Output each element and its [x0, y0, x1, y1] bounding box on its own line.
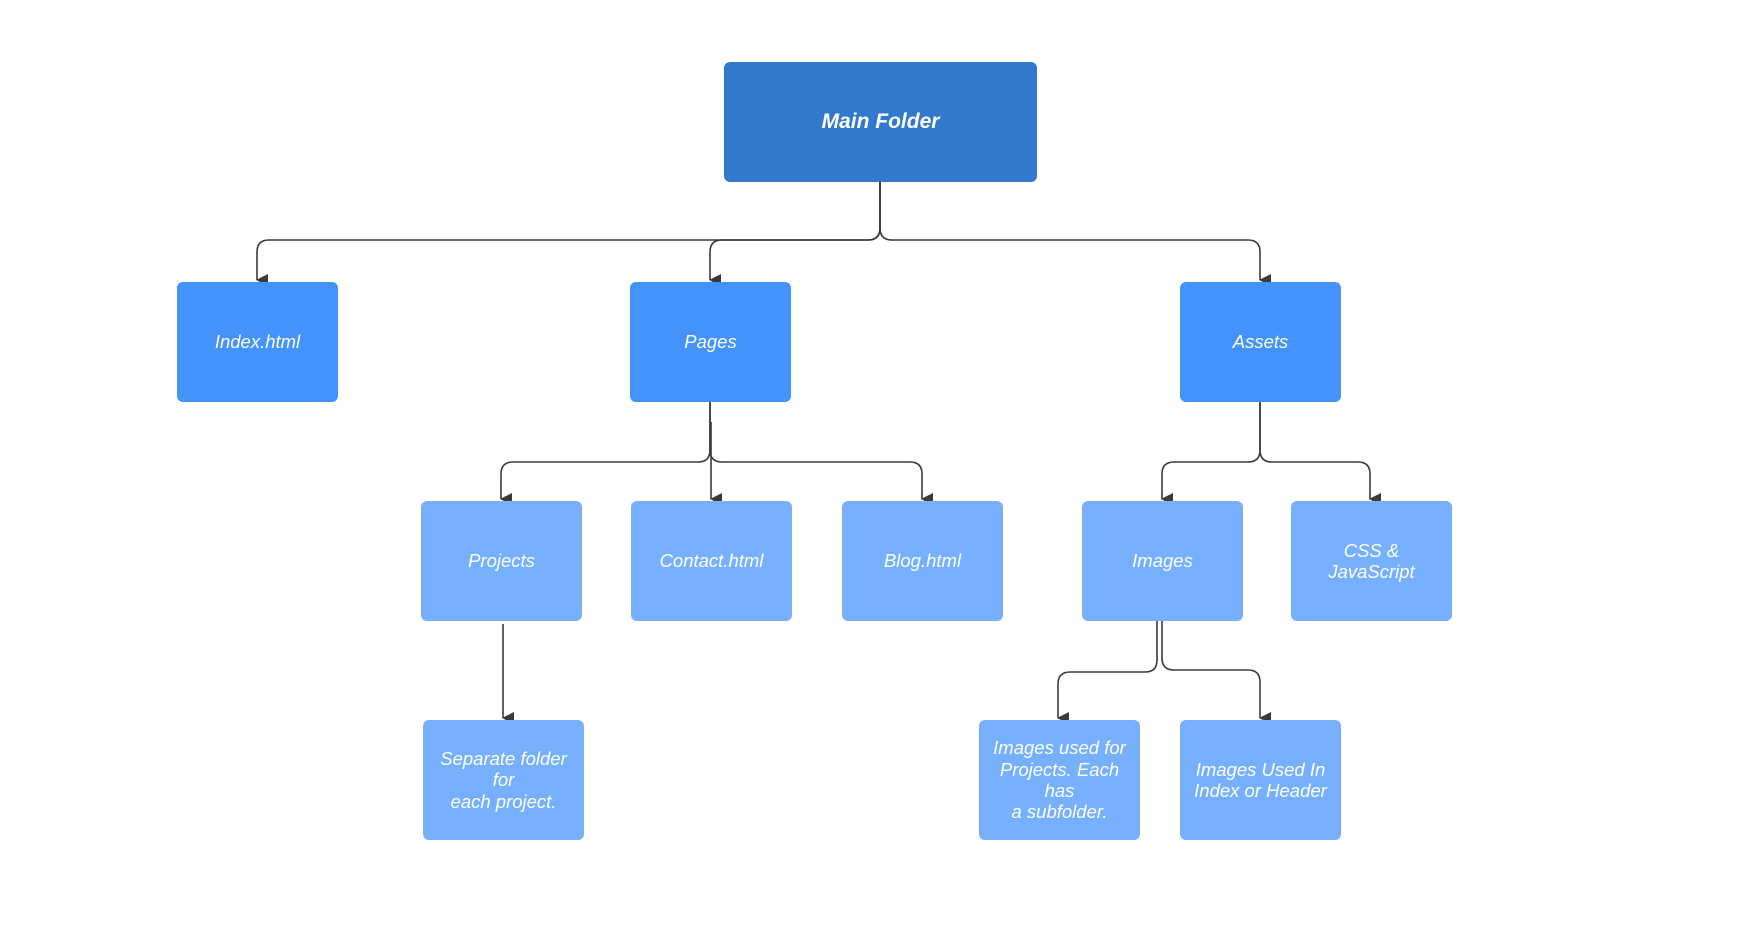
node-projects-label: Projects [468, 550, 535, 572]
node-assets-label: Assets [1232, 331, 1289, 353]
node-css-javascript-line2: JavaScript [1328, 561, 1415, 582]
node-css-javascript[interactable]: CSS & JavaScript [1291, 501, 1452, 621]
connector-main-to-assets [879, 182, 1271, 286]
node-main-folder-label: Main Folder [821, 109, 940, 133]
node-projects[interactable]: Projects [421, 501, 582, 621]
connector-pages-to-blog [709, 402, 933, 505]
node-project-folders-line1: Separate folder for [440, 748, 567, 791]
node-index-html-label: Index.html [214, 331, 301, 353]
node-index-images-line2: Index or Header [1194, 780, 1327, 801]
node-contact-html[interactable]: Contact.html [631, 501, 792, 621]
connector-images-to-project-images [1057, 620, 1158, 724]
node-css-javascript-text: CSS & JavaScript [1328, 540, 1414, 583]
node-project-folders[interactable]: Separate folder for each project. [423, 720, 584, 840]
node-index-images-line1: Images Used In [1195, 758, 1326, 780]
node-images-label: Images [1132, 550, 1193, 572]
node-blog-html[interactable]: Blog.html [842, 501, 1003, 621]
node-project-images-line1: Images used for [993, 737, 1126, 759]
node-css-javascript-line1: CSS & [1343, 539, 1400, 561]
connector-assets-to-cssjs [1259, 402, 1381, 505]
connector-main-to-index [256, 182, 881, 286]
node-project-folders-text: Separate folder for each project. [431, 748, 576, 812]
node-pages[interactable]: Pages [630, 282, 791, 402]
node-project-images-text: Images used for Projects. Each has a sub… [987, 737, 1132, 822]
node-assets[interactable]: Assets [1180, 282, 1341, 402]
node-main-folder[interactable]: Main Folder [724, 62, 1037, 182]
node-index-images-text: Images Used In Index or Header [1194, 759, 1327, 802]
node-project-folders-line2: each project. [450, 790, 557, 812]
connector-main-to-pages [709, 182, 881, 286]
connector-pages-to-projects [500, 402, 711, 505]
node-images[interactable]: Images [1082, 501, 1243, 621]
node-project-images-line3: a subfolder. [1011, 801, 1108, 823]
connector-assets-to-images [1161, 402, 1261, 505]
node-index-images[interactable]: Images Used In Index or Header [1180, 720, 1341, 840]
node-project-images[interactable]: Images used for Projects. Each has a sub… [979, 720, 1140, 840]
node-blog-html-label: Blog.html [883, 550, 962, 572]
connector-images-to-index-images [1161, 620, 1271, 724]
node-contact-html-label: Contact.html [659, 550, 764, 572]
node-pages-label: Pages [684, 331, 737, 353]
node-index-html[interactable]: Index.html [177, 282, 338, 402]
node-project-images-line2: Projects. Each has [999, 758, 1120, 801]
